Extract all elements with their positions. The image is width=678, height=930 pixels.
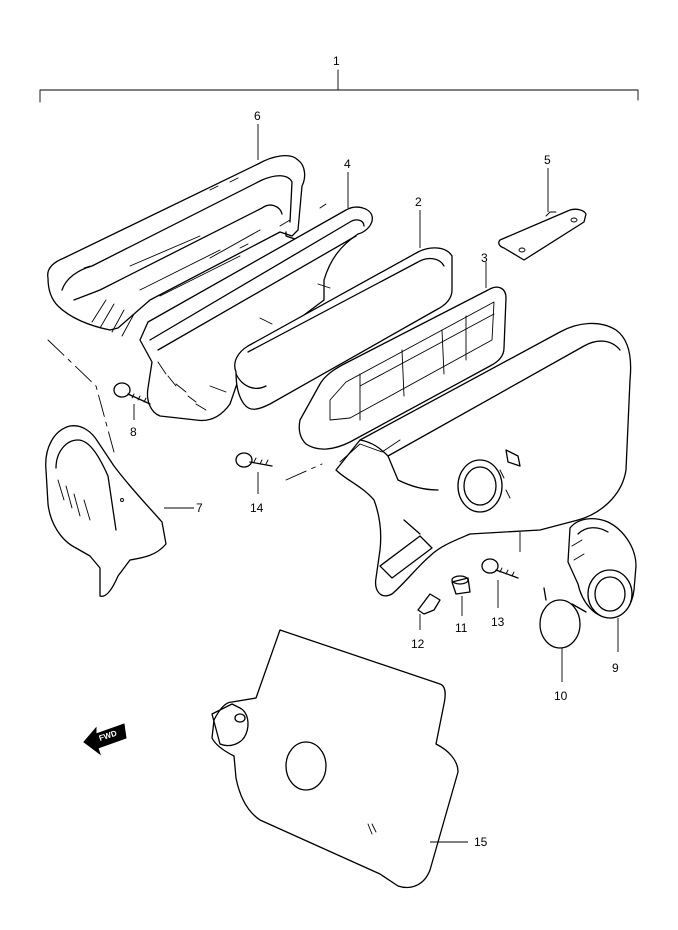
part-4-frame xyxy=(139,172,373,422)
callout-1: 1 xyxy=(333,54,340,68)
assembly-lines xyxy=(47,339,323,481)
callout-13: 13 xyxy=(491,615,505,629)
callout-14: 14 xyxy=(250,501,264,515)
lower-case-body xyxy=(335,322,632,597)
part-3-filter-grid xyxy=(298,262,507,450)
part-14-screw xyxy=(235,452,273,494)
callout-7: 7 xyxy=(196,501,203,515)
callout-9: 9 xyxy=(612,661,619,675)
part-7-side-cover xyxy=(45,425,194,597)
fwd-arrow-icon: FWD xyxy=(83,723,127,756)
callout-2: 2 xyxy=(415,195,422,209)
callouts: 1 2 3 4 5 6 7 8 9 10 11 12 13 14 15 xyxy=(130,54,619,849)
part-12-drain-plug xyxy=(417,593,441,630)
part-8-screw xyxy=(113,382,151,420)
callout-10: 10 xyxy=(554,689,568,703)
callout-5: 5 xyxy=(544,153,551,167)
part-6-upper-case xyxy=(47,124,306,337)
assembly-bracket xyxy=(39,69,639,103)
callout-4: 4 xyxy=(344,157,351,171)
callout-8: 8 xyxy=(130,425,137,439)
callout-6: 6 xyxy=(254,109,261,123)
part-13-screw xyxy=(481,558,519,608)
callout-3: 3 xyxy=(481,251,488,265)
part-15-lower-plate xyxy=(211,629,468,889)
callout-15: 15 xyxy=(474,835,488,849)
part-9-intake-boot xyxy=(567,517,637,652)
part-2-filter-element xyxy=(234,210,453,410)
callout-12: 12 xyxy=(411,637,425,651)
part-11-grommet xyxy=(451,575,471,616)
part-5-plate xyxy=(498,168,587,261)
part-10-cap xyxy=(539,587,587,682)
callout-11: 11 xyxy=(455,621,468,635)
